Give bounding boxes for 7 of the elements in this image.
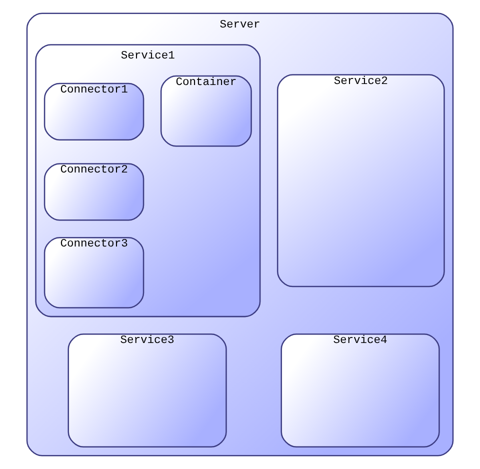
node-box: Service2 <box>276 74 445 288</box>
node-box: Container <box>160 75 252 147</box>
node-box: Connector1 <box>44 82 144 141</box>
node-box: Service4 <box>280 333 440 448</box>
node-box: Connector3 <box>44 237 144 308</box>
node-box: Service3 <box>68 333 227 448</box>
node-box: Connector2 <box>44 163 144 221</box>
